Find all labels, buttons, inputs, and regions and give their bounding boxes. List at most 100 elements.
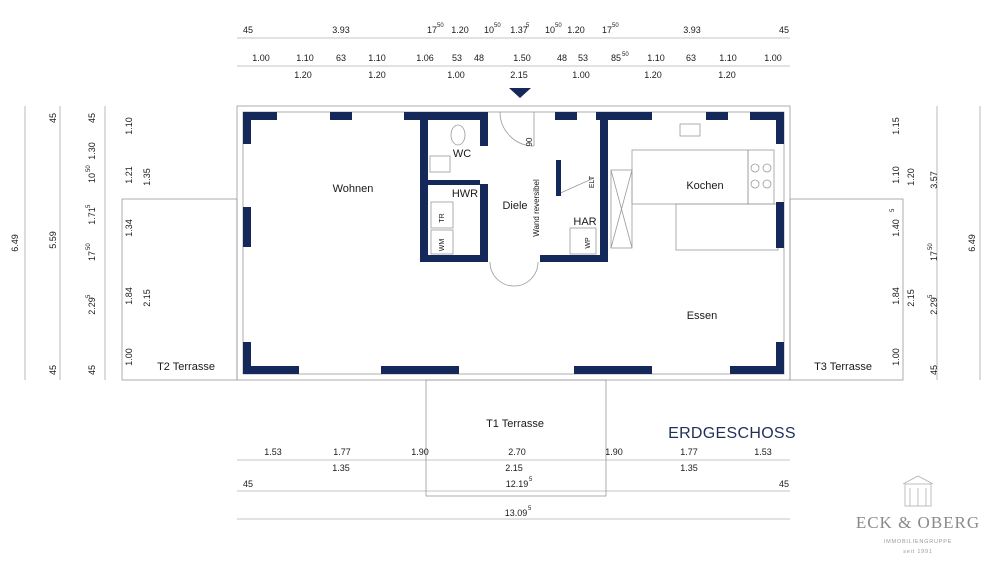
wall-segment bbox=[776, 342, 784, 374]
washbasin bbox=[429, 155, 451, 173]
bottom-dim: 1.35 bbox=[332, 463, 350, 473]
kitchen-island bbox=[675, 203, 779, 251]
left-dim: 6.49 bbox=[10, 234, 20, 252]
bottom-dim: 13.09 bbox=[505, 508, 528, 518]
top-dim: 45 bbox=[243, 25, 253, 35]
bottom-dim: 1.53 bbox=[264, 447, 282, 457]
entrance-arrow bbox=[509, 88, 531, 98]
top-sup: 50 bbox=[612, 23, 619, 29]
wall-segment bbox=[750, 112, 784, 120]
right-dim: 1.10 bbox=[891, 166, 901, 184]
right-dim: 1.40 bbox=[891, 219, 901, 237]
top-dim: 63 bbox=[686, 53, 696, 63]
dimension-lines bbox=[24, 37, 981, 520]
wall-segment bbox=[404, 112, 488, 120]
heat-pump-label: WP bbox=[585, 237, 592, 249]
top-dim: 1.00 bbox=[252, 53, 270, 63]
left-dimensions: 6.49 45 5.59 45 45 1.30 10 1.71 17 2.29 … bbox=[10, 113, 152, 375]
left-dim: 2.29 bbox=[87, 297, 97, 315]
room-diele: Diele bbox=[502, 200, 527, 212]
left-dim: 1.00 bbox=[124, 348, 134, 366]
door-width-label: 90 bbox=[525, 137, 534, 146]
left-dim: 45 bbox=[87, 113, 97, 123]
room-wc: WC bbox=[453, 148, 471, 160]
right-dim: 6.49 bbox=[967, 234, 977, 252]
top-dim: 1.20 bbox=[718, 70, 736, 80]
wall-segment bbox=[420, 255, 488, 262]
bottom-superscripts: 5 5 bbox=[528, 477, 533, 512]
right-superscripts: 5 50 5 bbox=[890, 208, 934, 298]
top-dim: 1.20 bbox=[644, 70, 662, 80]
right-dim: 1.84 bbox=[891, 287, 901, 305]
burner bbox=[750, 179, 760, 189]
top-sup: 50 bbox=[437, 23, 444, 29]
logo-subtitle: IMMOBILIENGRUPPE bbox=[884, 539, 952, 545]
wall-segment bbox=[540, 255, 608, 262]
room-t2-terrasse: T2 Terrasse bbox=[157, 361, 215, 373]
bottom-sup: 5 bbox=[529, 477, 533, 483]
top-sup: 50 bbox=[494, 23, 501, 29]
left-superscripts: 50 5 50 5 bbox=[86, 165, 92, 298]
right-sup: 5 bbox=[890, 208, 896, 212]
top-dim: 1.20 bbox=[294, 70, 312, 80]
washing-machine bbox=[430, 229, 454, 255]
bottom-dim: 2.70 bbox=[508, 447, 526, 457]
top-dim: 10 bbox=[545, 25, 555, 35]
bottom-dim: 1.53 bbox=[754, 447, 772, 457]
top-sup: 50 bbox=[622, 52, 629, 58]
bottom-dimensions: 1.53 1.77 1.90 2.70 1.90 1.77 1.53 1.35 … bbox=[243, 447, 789, 518]
top-dim: 2.15 bbox=[510, 70, 528, 80]
wall-segment bbox=[596, 112, 652, 120]
wall-segment bbox=[243, 207, 251, 247]
utility-shelf bbox=[610, 169, 633, 249]
top-dim: 1.20 bbox=[567, 25, 585, 35]
room-t1-terrasse: T1 Terrasse bbox=[486, 418, 544, 430]
right-sup: 50 bbox=[928, 243, 934, 250]
kitchen-counter bbox=[631, 149, 749, 205]
wall-segment bbox=[243, 366, 299, 374]
right-dim: 1.00 bbox=[891, 348, 901, 366]
wall-segment bbox=[555, 112, 577, 120]
bottom-dim: 1.77 bbox=[680, 447, 698, 457]
outline-lines bbox=[121, 105, 904, 497]
left-dim: 1.84 bbox=[124, 287, 134, 305]
right-dim: 3.57 bbox=[929, 171, 939, 189]
right-dim: 2.15 bbox=[906, 289, 916, 307]
burner bbox=[762, 163, 772, 173]
wall-segment bbox=[330, 112, 352, 120]
top-dim: 1.50 bbox=[513, 53, 531, 63]
room-essen: Essen bbox=[687, 310, 718, 322]
bottom-dim: 1.77 bbox=[333, 447, 351, 457]
heat-pump bbox=[569, 227, 597, 255]
wall-segment bbox=[776, 112, 784, 144]
washing-machine-label: WM bbox=[439, 239, 446, 252]
top-dimensions: 45 3.93 17 1.20 10 1.37 10 1.20 17 3.93 … bbox=[243, 25, 789, 80]
top-dim: 1.10 bbox=[647, 53, 665, 63]
company-logo: ECK & OBERG IMMOBILIENGRUPPE seit 1991 bbox=[856, 475, 980, 555]
top-dim: 53 bbox=[578, 53, 588, 63]
wall-segment bbox=[730, 366, 784, 374]
left-dim: 5.59 bbox=[48, 231, 58, 249]
top-dim: 45 bbox=[779, 25, 789, 35]
logo-name: ECK & OBERG bbox=[856, 513, 980, 532]
wall-reversible-label: Wand reversibel bbox=[532, 179, 541, 237]
wall-segment bbox=[428, 180, 480, 185]
top-dim: 1.00 bbox=[572, 70, 590, 80]
door-swing bbox=[513, 261, 539, 287]
room-kochen: Kochen bbox=[686, 180, 723, 192]
top-dim: 1.00 bbox=[764, 53, 782, 63]
dryer bbox=[430, 201, 454, 229]
wall-segment bbox=[480, 112, 488, 146]
wall-segment bbox=[381, 366, 459, 374]
dryer-label: TR bbox=[439, 213, 446, 222]
top-dim: 1.00 bbox=[447, 70, 465, 80]
right-dim: 2.29 bbox=[929, 297, 939, 315]
top-sup: 50 bbox=[555, 23, 562, 29]
top-dim: 1.06 bbox=[416, 53, 434, 63]
top-dim: 63 bbox=[336, 53, 346, 63]
top-dim: 1.20 bbox=[451, 25, 469, 35]
bottom-dim: 1.35 bbox=[680, 463, 698, 473]
wall-segment bbox=[706, 112, 728, 120]
